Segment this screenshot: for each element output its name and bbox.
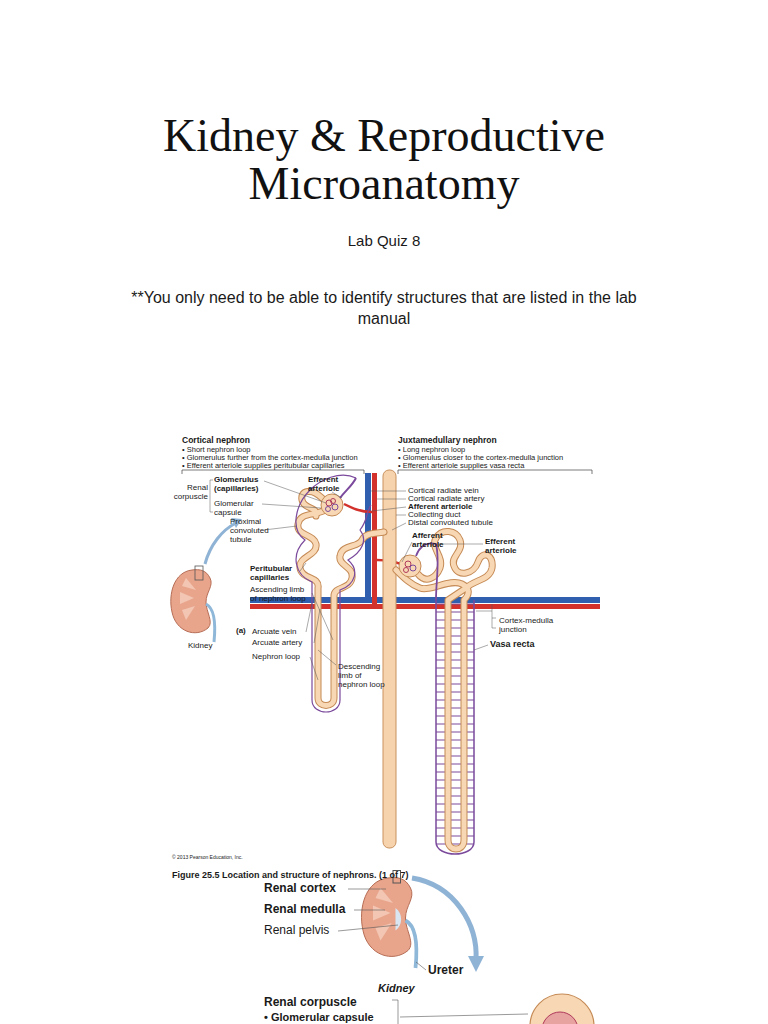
overview-kidney-part-part xyxy=(396,908,402,931)
juxtamedullary-nephron-part xyxy=(416,543,438,600)
structure-label: Vasa recta xyxy=(490,640,535,650)
slide-note: **You only need to be able to identify s… xyxy=(104,288,664,330)
blood-vessels-part xyxy=(372,473,377,606)
structure-label: Afferent arteriole xyxy=(412,532,452,550)
leader-lines-part xyxy=(371,491,406,492)
juxtamedullary-nephron-part xyxy=(436,600,474,854)
kidney-icon-part xyxy=(171,570,211,633)
structure-label: Arcuate artery xyxy=(252,639,302,648)
leader-lines-part xyxy=(372,507,406,511)
nephron-heading: Cortical nephron xyxy=(182,436,250,445)
blood-vessels-part xyxy=(250,604,600,609)
juxtamedullary-nephron-part xyxy=(399,555,421,577)
leader-lines xyxy=(210,480,496,680)
structure-label: Distal convoluted tubule xyxy=(408,519,493,528)
collecting-duct-part xyxy=(383,470,396,848)
cortical-nephron-part xyxy=(332,504,338,510)
region-label: Ureter xyxy=(428,964,463,977)
copyright-note: © 2013 Pearson Education, Inc. xyxy=(172,855,243,861)
vasa-recta-rungs xyxy=(436,600,474,845)
kidney-icon-part xyxy=(195,566,203,580)
overview-kidney-part xyxy=(338,889,426,970)
leader-lines-part xyxy=(312,593,333,640)
leader-lines-part xyxy=(300,563,306,571)
structure-label: Efferent arteriole xyxy=(308,476,348,494)
header-brackets-part xyxy=(398,470,592,474)
structure-label: Proximal convoluted tubule xyxy=(230,518,274,544)
juxtamedullary-nephron xyxy=(396,531,492,854)
structure-label: Nephron loop xyxy=(252,653,300,662)
kidney-icon xyxy=(171,566,215,642)
leader-lines-part xyxy=(310,657,318,680)
overview-kidney xyxy=(338,871,594,1024)
bullet-text: • Efferent arteriole supplies vasa recta xyxy=(398,462,524,470)
leader-lines-part xyxy=(264,526,297,530)
header-brackets-part xyxy=(182,470,364,474)
structure-label: Arcuate vein xyxy=(252,628,296,637)
bullet-text: • Short nephron loop xyxy=(182,446,251,454)
slide-title: Kidney & Reproductive Microanatomy xyxy=(84,112,684,209)
bullet-text: • Glomerulus further from the cortex-med… xyxy=(182,454,358,462)
overview-kidney-part-part xyxy=(362,878,412,957)
overview-kidney-part xyxy=(400,1014,528,1017)
leader-lines-part xyxy=(210,480,213,512)
cortical-nephron-part xyxy=(326,507,331,512)
region-label: Renal pelvis xyxy=(264,924,329,937)
leader-lines-part xyxy=(392,523,406,530)
structure-label: Renal corpuscle xyxy=(168,484,208,502)
leader-lines-part xyxy=(377,499,406,500)
leader-lines-part xyxy=(332,492,342,498)
leader-lines-part xyxy=(396,515,406,516)
vasa-recta-rungs-part xyxy=(436,600,474,845)
leader-lines-part xyxy=(402,542,412,562)
slide-subtitle: Lab Quiz 8 xyxy=(84,232,684,250)
overview-kidney-part-part xyxy=(373,888,393,941)
kidney-label: Kidney xyxy=(378,982,415,994)
bullet-text: • Glomerular capsule xyxy=(264,1011,374,1023)
leader-lines-part xyxy=(474,645,488,650)
structure-label: Ascending limb of nephron loop xyxy=(250,586,312,604)
structure-label: Descending limb of nephron loop xyxy=(338,663,388,689)
juxtamedullary-nephron-part xyxy=(396,531,492,849)
leader-lines-part xyxy=(262,504,321,508)
panel-letter: (a) xyxy=(236,627,246,636)
structure-label: Glomerular capsule xyxy=(214,500,260,518)
overview-kidney-part xyxy=(392,1000,398,1024)
structure-label: Cortex-medulla junction xyxy=(499,617,561,635)
leader-lines-part xyxy=(476,604,496,628)
region-label: Renal medulla xyxy=(264,903,345,916)
overview-kidney-part-part xyxy=(406,921,417,969)
cortical-nephron-part xyxy=(331,499,336,504)
region-label: Renal cortex xyxy=(264,882,336,895)
leader-lines-part xyxy=(438,544,483,545)
juxtamedullary-nephron-part xyxy=(404,568,409,573)
bullet-text: • Long nephron loop xyxy=(398,446,465,454)
bullet-text: • Glomerulus closer to the cortex-medull… xyxy=(398,454,563,462)
figure-caption: Figure 25.5 Location and structure of ne… xyxy=(172,871,409,881)
juxtamedullary-nephron-part xyxy=(410,565,416,571)
overview-kidney-part xyxy=(412,878,476,960)
juxtamedullary-nephron-part xyxy=(396,531,492,849)
nephron-heading: Juxtamedullary nephron xyxy=(398,436,497,445)
leader-lines-part xyxy=(306,603,312,632)
overview-kidney-part xyxy=(542,1012,578,1024)
overview-kidney-part xyxy=(468,956,484,972)
region-label: Renal corpuscle xyxy=(264,996,357,1009)
kidney-icon-part xyxy=(180,578,196,620)
kidney-label: Kidney xyxy=(188,642,212,651)
kidney-icon-part xyxy=(206,604,215,642)
structure-label: Efferent arteriole xyxy=(485,538,525,556)
cortical-nephron-part xyxy=(340,478,356,498)
overview-kidney-part xyxy=(362,871,417,969)
overview-kidney-part xyxy=(530,994,594,1024)
bullet-text: • Efferent arteriole supplies peritubula… xyxy=(182,462,345,470)
structure-label: Peritubular capillaries xyxy=(250,565,302,583)
leader-lines-part xyxy=(314,609,320,643)
leader-lines-part xyxy=(318,650,336,665)
collecting-duct xyxy=(383,470,396,848)
structure-label: Glomerulus (capillaries) xyxy=(214,476,264,494)
